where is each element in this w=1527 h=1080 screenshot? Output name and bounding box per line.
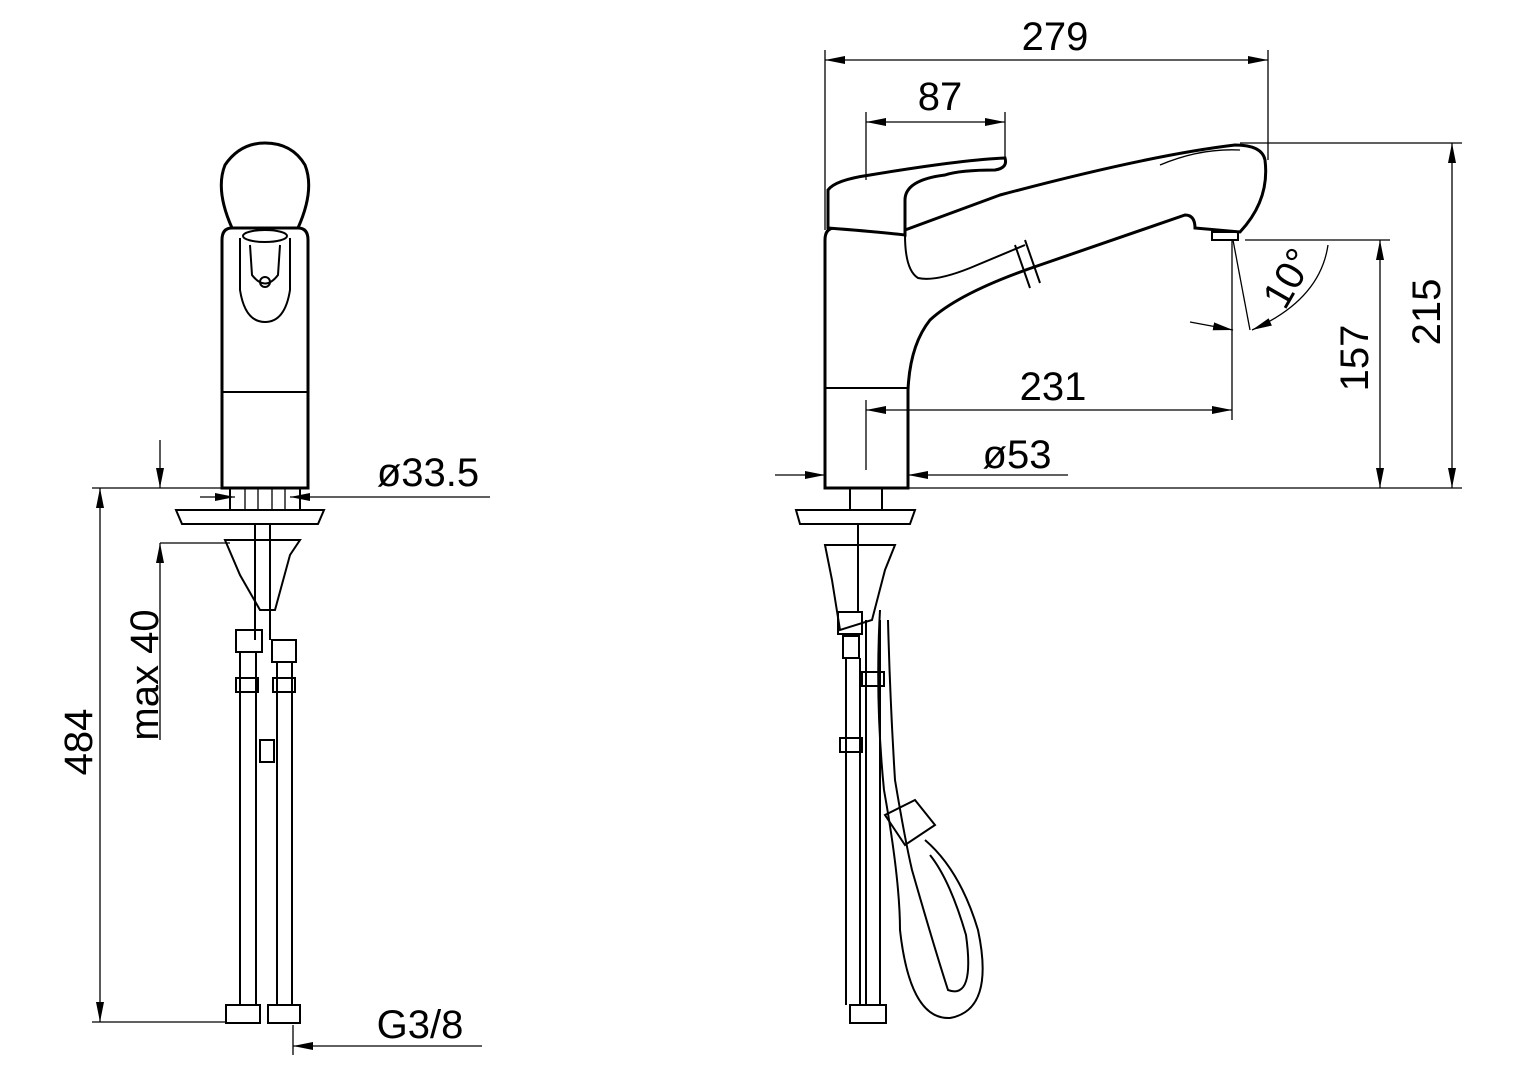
hose-weight	[883, 798, 937, 847]
dim-label-231: 231	[1020, 365, 1087, 409]
dim-label-215: 215	[1405, 279, 1449, 346]
supply-hoses-side	[839, 609, 984, 1024]
dimension-diameter-33-5: ø33.5	[200, 451, 490, 501]
supply-hoses-front	[225, 629, 301, 1024]
dim-label-484: 484	[57, 709, 101, 776]
dimension-max-40: max 40	[123, 440, 230, 741]
front-view: 484 max 40 ø33.5 G3/8	[57, 141, 490, 1055]
faucet-front-body	[219, 141, 311, 490]
dim-label-g3-8: G3/8	[377, 1003, 464, 1047]
dim-label-max-40: max 40	[123, 609, 167, 740]
dimension-231: 231	[865, 240, 1233, 470]
mounting-plate-front	[174, 487, 326, 640]
dim-label-157: 157	[1333, 325, 1377, 392]
hose-nut-side	[849, 1004, 887, 1024]
dimension-g3-8: G3/8	[292, 1003, 482, 1055]
faucet-side-body	[823, 143, 1268, 490]
dim-label-diameter-33-5: ø33.5	[377, 451, 479, 495]
side-view: 279 87 215 157 231 ø53	[775, 15, 1462, 1024]
dim-label-87: 87	[918, 75, 963, 119]
dimension-484: 484	[57, 487, 226, 1023]
dim-label-angle-10: 10°	[1255, 241, 1323, 315]
dimension-angle-10: 10°	[1189, 239, 1329, 331]
hose-nut-right	[267, 1004, 301, 1024]
hose-nut-left	[225, 1004, 261, 1024]
dimension-87: 87	[865, 75, 1006, 180]
dimension-diameter-53: ø53	[775, 433, 1068, 479]
dimension-157: 157	[1245, 239, 1390, 488]
mounting-plate-side	[794, 487, 917, 635]
dimension-215: 215	[908, 142, 1462, 489]
dim-label-279: 279	[1022, 15, 1089, 59]
dim-label-diameter-53: ø53	[983, 433, 1052, 477]
dimension-279: 279	[824, 15, 1269, 230]
